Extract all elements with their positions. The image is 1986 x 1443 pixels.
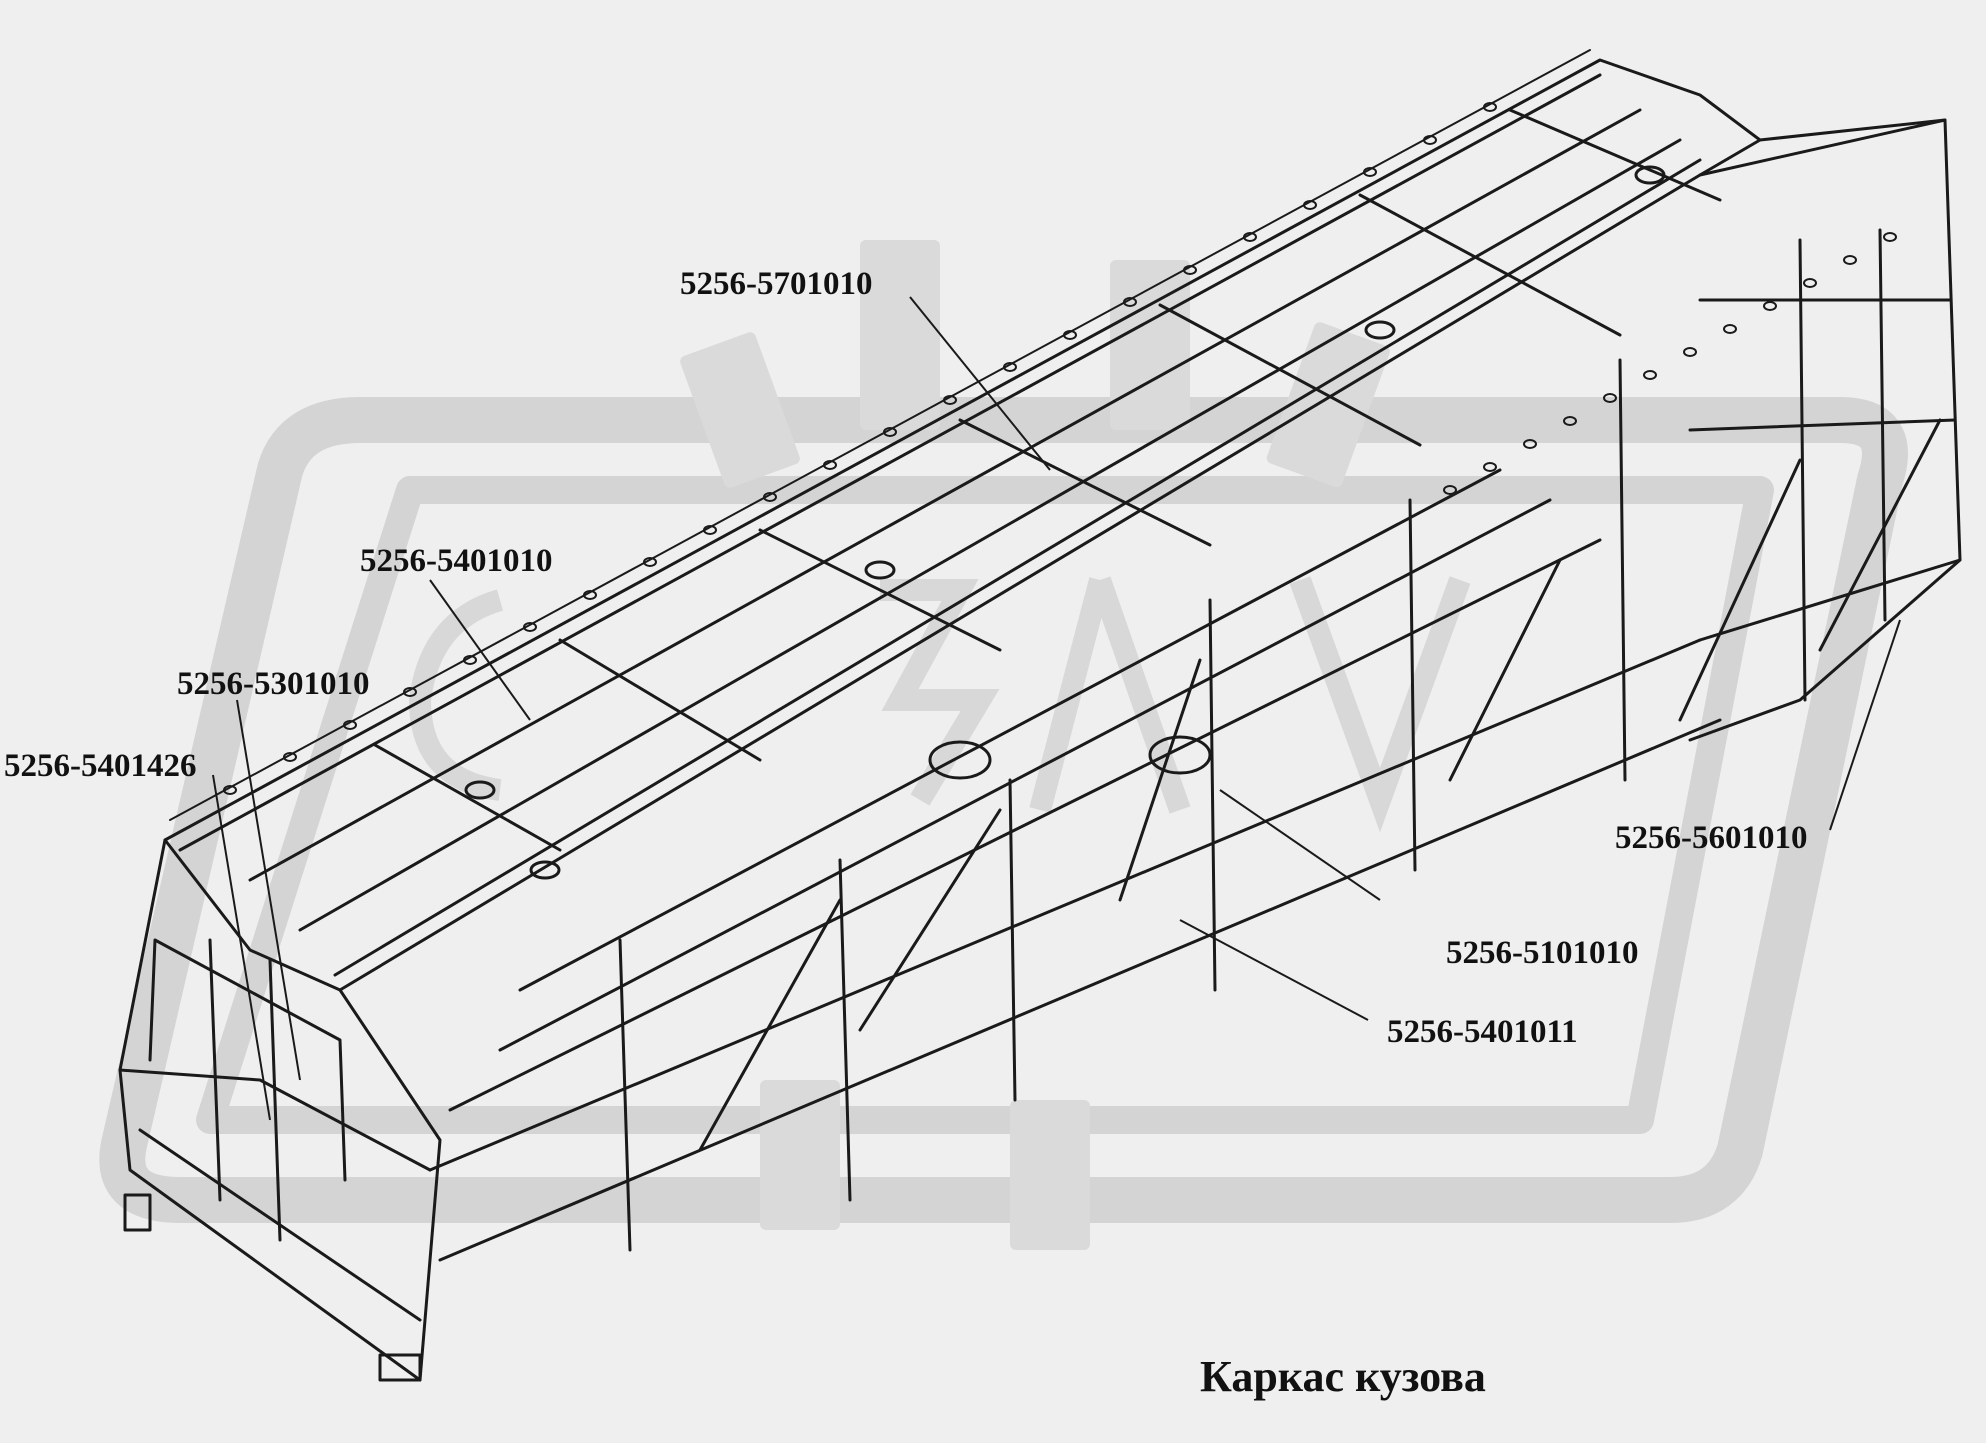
label-side-frame-right: 5256-5401011 bbox=[1387, 1014, 1578, 1050]
label-front-frame: 5256-5301010 bbox=[177, 666, 370, 702]
label-floor-frame: 5256-5101010 bbox=[1446, 935, 1639, 971]
label-front-detail: 5256-5401426 bbox=[4, 748, 197, 784]
diagram-caption: Каркас кузова bbox=[1200, 1352, 1486, 1401]
label-roof-frame: 5256-5701010 bbox=[680, 266, 873, 302]
label-side-frame-left: 5256-5401010 bbox=[360, 543, 553, 579]
label-rear-frame: 5256-5601010 bbox=[1615, 820, 1808, 856]
